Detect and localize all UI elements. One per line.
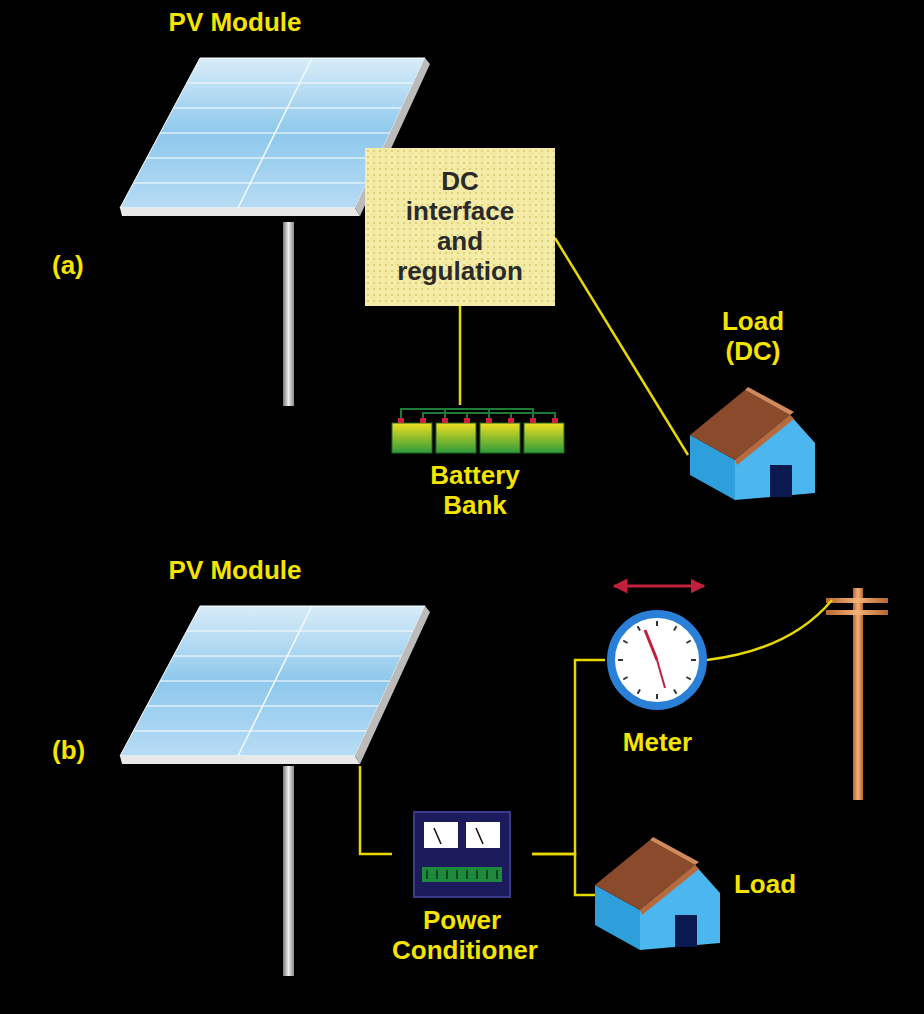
meter-tick: [686, 677, 690, 680]
box-label: DC interface and regulation: [388, 167, 533, 287]
control-key: [456, 870, 458, 879]
conditioner-case: [414, 812, 510, 897]
meter-tick: [638, 626, 641, 630]
house-roof: [595, 840, 695, 910]
panel-frame: [120, 208, 360, 216]
pv-panel: [120, 606, 430, 764]
roof-ridge: [650, 837, 699, 865]
wire-connector: [555, 238, 688, 455]
battery-cell: [480, 423, 520, 453]
conditioner-icon: [414, 812, 510, 897]
ac-load: Load: [595, 825, 810, 955]
battery-terminal: [464, 418, 470, 423]
panel-tag: (a): [52, 250, 84, 281]
meter-tick: [686, 641, 690, 644]
roof-edge: [640, 865, 699, 915]
utility-pole: [826, 588, 888, 800]
wire-connector: [459, 306, 462, 405]
part-label: Load (DC): [703, 307, 803, 367]
part-label: Battery Bank: [415, 461, 535, 521]
control-key: [446, 870, 448, 879]
gauge-needle: [476, 828, 483, 844]
panel-tag: (b): [52, 735, 85, 766]
house-icon: [595, 837, 720, 950]
house-roof: [690, 390, 790, 460]
house-door: [675, 915, 697, 947]
control-key: [496, 870, 498, 879]
battery-cell: [524, 423, 564, 453]
panel-pole: [283, 766, 294, 976]
roof-ridge: [745, 387, 794, 415]
battery-terminal: [508, 418, 514, 423]
wire-connector: [532, 854, 595, 895]
part-label: Power Conditioner: [392, 906, 532, 966]
meter-tick: [638, 689, 641, 693]
power-conditioner-art: [392, 812, 532, 992]
house-door: [770, 465, 792, 497]
meter-hand: [645, 630, 657, 660]
meter-tick: [674, 626, 677, 630]
meter-tick: [674, 689, 677, 693]
battery-terminal: [398, 418, 404, 423]
part-label: Meter: [595, 728, 720, 758]
wire-connector: [532, 660, 605, 854]
pv-module: PV Module: [110, 548, 430, 766]
battery-bank: [392, 409, 564, 453]
control-key: [476, 870, 478, 879]
battery-cell: [436, 423, 476, 453]
gauge-face: [466, 822, 500, 848]
meter-tick: [623, 677, 627, 680]
module-label: PV Module: [110, 556, 360, 586]
battery-terminal: [486, 418, 492, 423]
control-key: [426, 870, 428, 879]
power-conditioner: Power Conditioner: [392, 812, 532, 992]
meter-icon: [611, 614, 703, 706]
gauge-needle: [434, 828, 441, 844]
battery-terminal: [530, 418, 536, 423]
part-label: Load: [720, 870, 810, 900]
control-key: [466, 870, 468, 879]
cell-divider: [238, 606, 312, 756]
service-wire: [707, 600, 832, 660]
control-key: [486, 870, 488, 879]
gauge-face: [424, 822, 458, 848]
meter-tick: [618, 659, 623, 661]
interface-box: DC interface and regulation: [365, 148, 555, 306]
meter-tick: [623, 641, 627, 644]
panel-surface: [120, 606, 425, 756]
roof-edge: [735, 415, 794, 465]
control-key: [436, 870, 438, 879]
utility-meter: Meter: [605, 610, 710, 765]
bidirectional-arrow: [614, 585, 704, 588]
battery-terminal: [420, 418, 426, 423]
module-label: PV Module: [110, 8, 360, 38]
cell-divider: [238, 58, 312, 208]
meter-face: [611, 614, 703, 706]
battery-bank: Battery Bank: [380, 405, 570, 530]
panel-frame: [120, 756, 360, 764]
dc-load: Load (DC): [688, 305, 818, 505]
meter-tick: [691, 659, 696, 661]
panel-frame: [355, 606, 430, 764]
wire-connector: [360, 766, 392, 854]
battery-cell: [392, 423, 432, 453]
meter-hand: [657, 660, 665, 688]
battery-wiring: [401, 409, 555, 418]
control-strip: [422, 867, 502, 882]
battery-terminal: [552, 418, 558, 423]
panel-pole: [283, 222, 294, 406]
meter-tick: [656, 621, 658, 626]
meter-tick: [656, 694, 658, 699]
battery-terminal: [442, 418, 448, 423]
house-icon: [690, 387, 815, 500]
